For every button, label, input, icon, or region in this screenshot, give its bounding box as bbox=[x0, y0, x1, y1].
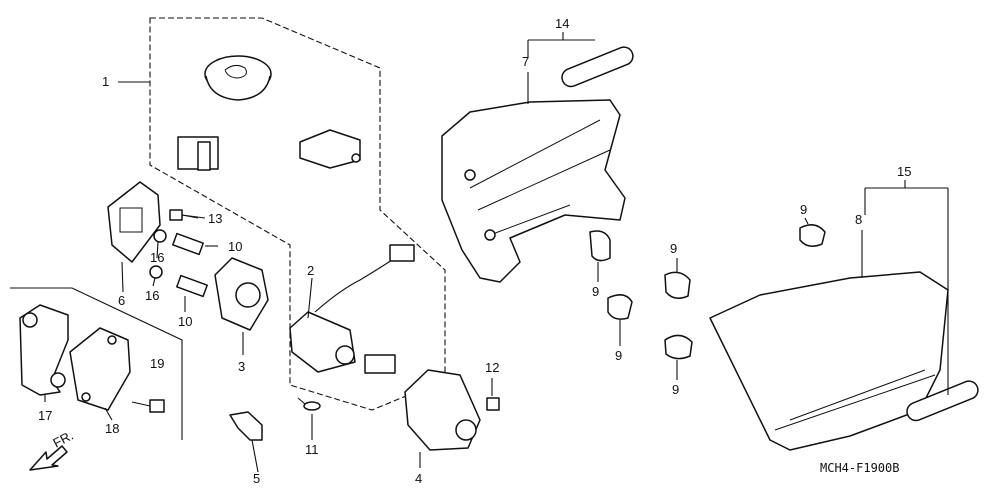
label-9-a: 9 bbox=[592, 284, 599, 299]
front-direction-arrow bbox=[29, 445, 68, 471]
key-5 bbox=[229, 411, 263, 441]
group-19-frame bbox=[10, 287, 183, 440]
washer-16-upper bbox=[153, 229, 167, 243]
label-7: 7 bbox=[522, 54, 529, 69]
label-11: 11 bbox=[305, 442, 319, 457]
label-5: 5 bbox=[253, 471, 260, 486]
bracket-17 bbox=[19, 304, 69, 396]
label-17: 17 bbox=[38, 408, 52, 423]
label-9-d: 9 bbox=[672, 382, 679, 397]
emblem-14 bbox=[561, 46, 634, 88]
label-10-a: 10 bbox=[228, 239, 242, 254]
label-12: 12 bbox=[485, 360, 499, 375]
label-2: 2 bbox=[307, 263, 314, 278]
label-15: 15 bbox=[897, 164, 911, 179]
plate-18 bbox=[69, 327, 131, 411]
collar-10-lower bbox=[176, 274, 208, 298]
washer-16-lower bbox=[149, 265, 163, 279]
label-1: 1 bbox=[102, 74, 109, 89]
label-19: 19 bbox=[150, 356, 164, 371]
label-4: 4 bbox=[415, 471, 422, 486]
label-8: 8 bbox=[855, 212, 862, 227]
label-9-b: 9 bbox=[615, 348, 622, 363]
label-16-b: 16 bbox=[145, 288, 159, 303]
label-16-a: 16 bbox=[150, 250, 164, 265]
label-18: 18 bbox=[105, 421, 119, 436]
bolt-12 bbox=[486, 397, 500, 411]
lock-3 bbox=[214, 257, 269, 331]
label-13: 13 bbox=[208, 211, 222, 226]
label-10-b: 10 bbox=[178, 314, 192, 329]
leader-lines bbox=[44, 32, 949, 473]
collar-10-upper bbox=[172, 232, 204, 256]
screw-11 bbox=[297, 397, 321, 411]
side-cover-8 bbox=[709, 271, 949, 451]
side-cover-7 bbox=[441, 99, 626, 283]
label-3: 3 bbox=[238, 359, 245, 374]
label-14: 14 bbox=[555, 16, 569, 31]
direction-label: FR. bbox=[50, 428, 76, 451]
bolt-19 bbox=[131, 399, 165, 413]
plate-6 bbox=[107, 181, 161, 263]
label-9-e: 9 bbox=[800, 202, 807, 217]
diagram-code: MCH4-F1900B bbox=[820, 461, 899, 475]
bolt-13 bbox=[169, 209, 206, 221]
emblem-15 bbox=[906, 380, 979, 422]
label-9-c: 9 bbox=[670, 241, 677, 256]
fuel-cap-assembly bbox=[177, 55, 361, 171]
switch-2 bbox=[289, 244, 415, 374]
grommets-9 bbox=[589, 224, 826, 360]
lock-body-4 bbox=[404, 369, 481, 451]
label-6: 6 bbox=[118, 293, 125, 308]
